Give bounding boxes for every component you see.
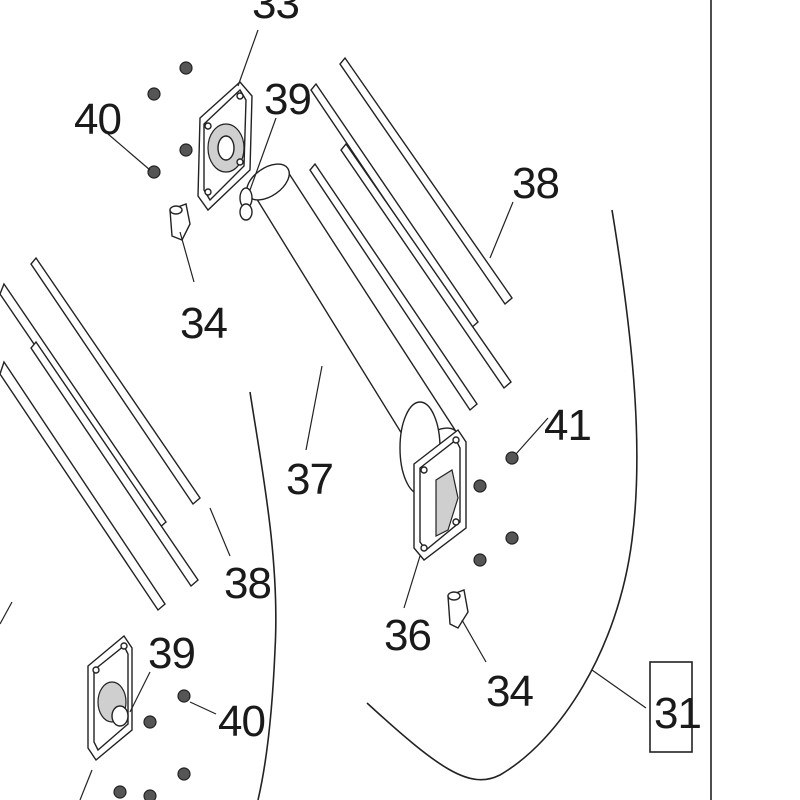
fitting-39-top <box>239 187 253 221</box>
nuts-41 <box>473 451 519 567</box>
elbow-34-top <box>169 203 191 241</box>
nuts-40-bottom <box>113 689 191 800</box>
callout-36: 36 <box>384 611 431 660</box>
callout-40-bottom: 40 <box>218 697 265 746</box>
callout-39-bottom: 39 <box>148 629 195 678</box>
callout-41: 41 <box>544 401 591 450</box>
end-cap-36 <box>399 401 467 561</box>
assembly-outline-right <box>366 209 638 781</box>
callout-31: 31 <box>654 689 701 738</box>
callout-34-right: 34 <box>486 667 533 716</box>
end-cap-bottom-left <box>87 634 133 762</box>
leader-lines <box>0 29 647 800</box>
callout-34-top: 34 <box>180 299 227 348</box>
callout-40-top: 40 <box>74 95 121 144</box>
callout-33: 33 <box>252 0 299 28</box>
rod-group-top <box>309 56 513 412</box>
callout-31-box <box>649 661 693 753</box>
assembly-outline-left <box>249 391 277 800</box>
callout-39-top: 39 <box>264 75 311 124</box>
elbow-34-right <box>447 589 469 629</box>
callout-37: 37 <box>286 455 333 504</box>
end-cap-33 <box>197 80 253 212</box>
nuts-40-top <box>147 61 193 179</box>
callout-38-left: 38 <box>224 559 271 608</box>
rod-group-left <box>0 256 201 612</box>
callout-38-top: 38 <box>512 159 559 208</box>
